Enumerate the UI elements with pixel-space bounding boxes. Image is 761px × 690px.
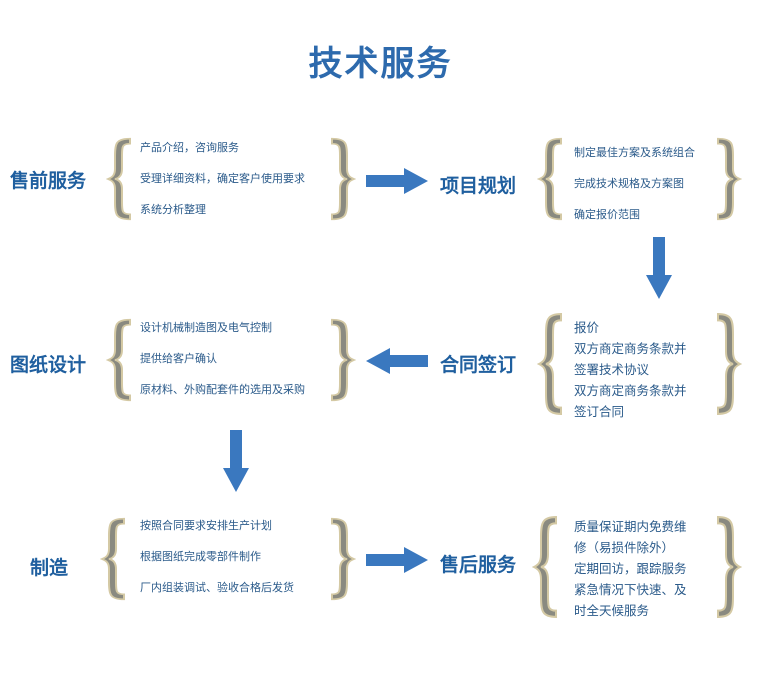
contract-items: 报价 双方商定商务条款并 签署技术协议 双方商定商务条款并 签订合同 xyxy=(574,317,687,422)
stage-presale: 售前服务 xyxy=(10,170,87,192)
stage-contract: 合同签订 xyxy=(440,354,517,376)
curly-brace-icon xyxy=(107,318,131,402)
curly-brace-icon xyxy=(538,137,562,221)
arrow-right-icon xyxy=(366,547,428,573)
list-item: 确定报价范围 xyxy=(574,208,640,221)
arrow-right-icon xyxy=(366,168,428,194)
list-item: 受理详细资料，确定客户使用要求 xyxy=(140,172,305,185)
aftersale-items: 质量保证期内免费维 修（易损件除外） 定期回访，跟踪服务 紧急情况下快速、及 时… xyxy=(574,516,687,621)
arrow-down-icon xyxy=(646,237,672,299)
stage-planning: 项目规划 xyxy=(440,175,517,197)
curly-brace-icon xyxy=(717,137,741,221)
curly-brace-icon xyxy=(331,517,355,601)
list-item: 产品介绍，咨询服务 xyxy=(140,141,239,154)
list-item: 质量保证期内免费维 xyxy=(574,519,687,534)
list-item: 制定最佳方案及系统组合 xyxy=(574,146,695,159)
list-item: 厂内组装调试、验收合格后发货 xyxy=(140,581,294,594)
curly-brace-icon xyxy=(716,516,742,618)
list-item: 原材料、外购配套件的选用及采购 xyxy=(140,383,305,396)
page-title: 技术服务 xyxy=(308,44,453,84)
list-item: 签署技术协议 xyxy=(574,362,650,377)
curly-brace-icon xyxy=(101,517,125,601)
planning-items: 制定最佳方案及系统组合 完成技术规格及方案图 确定报价范围 xyxy=(574,137,695,230)
list-item: 修（易损件除外） xyxy=(574,540,675,555)
list-item: 双方商定商务条款并 xyxy=(574,383,687,398)
drawing-items: 设计机械制造图及电气控制 提供给客户确认 原材料、外购配套件的选用及采购 xyxy=(140,312,305,405)
curly-brace-icon xyxy=(331,318,355,402)
manufacturing-items: 按照合同要求安排生产计划 根据图纸完成零部件制作 厂内组装调试、验收合格后发货 xyxy=(140,510,294,603)
curly-brace-icon xyxy=(716,313,742,415)
list-item: 系统分析整理 xyxy=(140,203,206,216)
arrow-left-icon xyxy=(366,348,428,374)
list-item: 按照合同要求安排生产计划 xyxy=(140,519,272,532)
list-item: 根据图纸完成零部件制作 xyxy=(140,550,261,563)
list-item: 双方商定商务条款并 xyxy=(574,341,687,356)
curly-brace-icon xyxy=(331,137,355,221)
stage-drawing: 图纸设计 xyxy=(10,354,87,376)
list-item: 定期回访，跟踪服务 xyxy=(574,561,687,576)
list-item: 提供给客户确认 xyxy=(140,352,217,365)
curly-brace-icon xyxy=(537,313,563,415)
list-item: 设计机械制造图及电气控制 xyxy=(140,321,272,334)
presale-items: 产品介绍，咨询服务 受理详细资料，确定客户使用要求 系统分析整理 xyxy=(140,132,305,225)
stage-aftersale: 售后服务 xyxy=(440,554,517,576)
curly-brace-icon xyxy=(107,137,131,221)
list-item: 报价 xyxy=(574,320,600,335)
arrow-down-icon xyxy=(223,430,249,492)
list-item: 时全天候服务 xyxy=(574,603,650,618)
list-item: 签订合同 xyxy=(574,404,625,419)
list-item: 完成技术规格及方案图 xyxy=(574,177,684,190)
stage-manufacturing: 制造 xyxy=(30,557,69,579)
list-item: 紧急情况下快速、及 xyxy=(574,582,687,597)
curly-brace-icon xyxy=(532,516,558,618)
